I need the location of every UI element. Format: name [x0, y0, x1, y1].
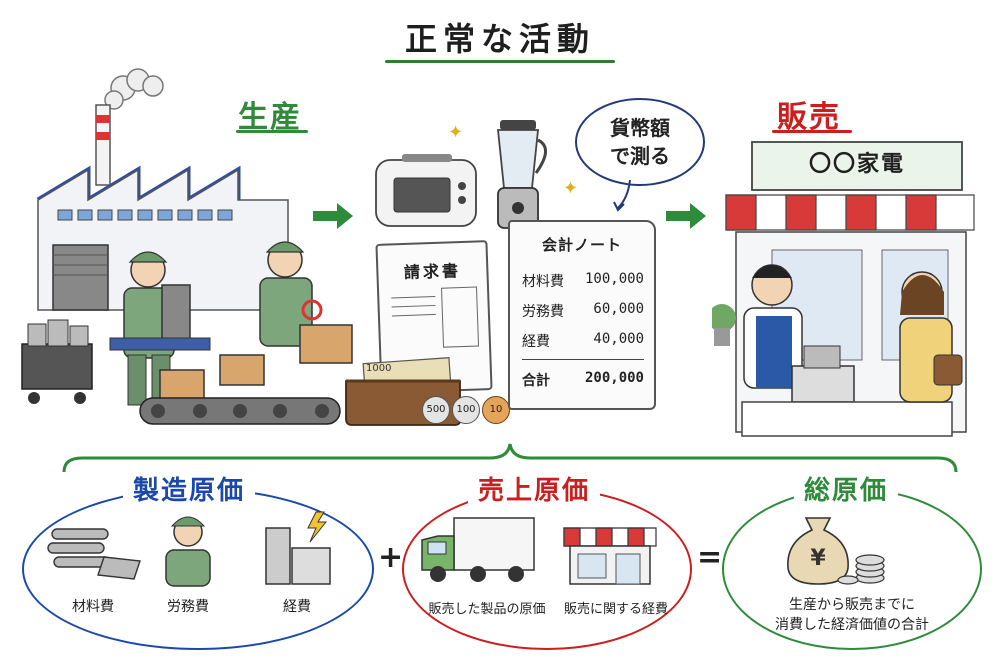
- delivery-truck-icon: [421, 517, 535, 582]
- ledger-total-rule: [522, 359, 644, 360]
- equals-operator: =: [697, 540, 723, 575]
- invoice-title: 請求書: [403, 261, 462, 283]
- worker-icon: [165, 516, 211, 587]
- sales-underline: [772, 130, 852, 133]
- toaster-icon: [375, 154, 477, 227]
- measure-by-money-bubble: [575, 98, 705, 186]
- production-workers-illustration: [109, 241, 353, 425]
- total-cost-label: 総原価: [794, 470, 899, 507]
- total-cost-description-line2: 消費した経済価値の合計: [775, 617, 929, 633]
- money-bag-icon: [787, 517, 885, 585]
- materials-icon: [47, 528, 141, 580]
- sparkle-icon: ✦: [563, 178, 579, 199]
- bubble-line2: で測る: [610, 144, 670, 168]
- bubble-tail-arrow-icon: [613, 180, 631, 212]
- ledger-row-label: 材料費: [522, 274, 564, 290]
- total-cost-description-line1: 生産から販売までに: [789, 597, 915, 613]
- ledger-row-label: 労務費: [522, 304, 564, 320]
- ledger-title: 会計ノート: [541, 236, 622, 254]
- sales-label: 販売: [777, 100, 841, 135]
- ledger-row-label: 経費: [522, 334, 550, 350]
- invoice-line: [391, 304, 436, 308]
- production-underline: [236, 130, 308, 133]
- ledger-row-value: 100,000: [584, 271, 644, 287]
- ledger-total-value: 200,000: [584, 370, 644, 386]
- accounting-notebook: 会計ノート 材料費 100,000 労務費 60,000 経費 40,000 合…: [508, 220, 656, 410]
- facility-energy-icon: [265, 511, 331, 585]
- invoice-table-box: [440, 286, 480, 348]
- manufacturing-item-materials: 材料費: [72, 599, 114, 615]
- coin-10: 10: [482, 396, 510, 424]
- ledger-total-label: 合計: [522, 373, 550, 389]
- wallet-icon: [345, 357, 461, 426]
- cost-of-sales-label: 売上原価: [468, 470, 601, 507]
- ledger-row: 材料費 100,000: [522, 271, 644, 291]
- coin-100: 100: [452, 396, 480, 424]
- bill-amount: 1000: [366, 363, 392, 374]
- coin-500: 500: [422, 396, 450, 424]
- manufacturing-item-labor: 労務費: [167, 599, 209, 615]
- plus-operator: +: [378, 540, 404, 575]
- shop-icon: [563, 527, 657, 585]
- production-label: 生産: [238, 100, 302, 135]
- ledger-total-row: 合計 200,000: [522, 370, 644, 390]
- manufacturing-item-expenses: 経費: [283, 599, 311, 615]
- bubble-line1: 貨幣額: [610, 116, 670, 140]
- ledger-row: 労務費 60,000: [522, 301, 644, 321]
- page-title: 正常な活動: [404, 20, 595, 58]
- ledger-row-value: 60,000: [593, 301, 644, 317]
- cost-of-sales-item-product-cost: 販売した製品の原価: [428, 602, 546, 617]
- ledger-row: 経費 40,000: [522, 331, 644, 351]
- grouping-brace: [62, 443, 958, 473]
- title-underline: [385, 60, 615, 63]
- ledger-row-value: 40,000: [593, 331, 644, 347]
- electronics-shop-illustration: [712, 141, 975, 437]
- shop-sign: 〇〇家電: [808, 152, 905, 177]
- cost-of-sales-item-selling-expenses: 販売に関する経費: [563, 602, 668, 617]
- invoice-line: [391, 295, 436, 299]
- arrow-right-icon: [313, 203, 353, 229]
- factory-illustration: [36, 68, 289, 311]
- material-cart-icon: [21, 319, 93, 404]
- sparkle-icon: ✦: [448, 122, 464, 143]
- yen-symbol: ¥: [810, 546, 826, 571]
- manufacturing-cost-label: 製造原価: [123, 470, 256, 507]
- invoice-line: [391, 313, 436, 317]
- blender-icon: [497, 120, 547, 229]
- arrow-right-icon: [666, 203, 706, 229]
